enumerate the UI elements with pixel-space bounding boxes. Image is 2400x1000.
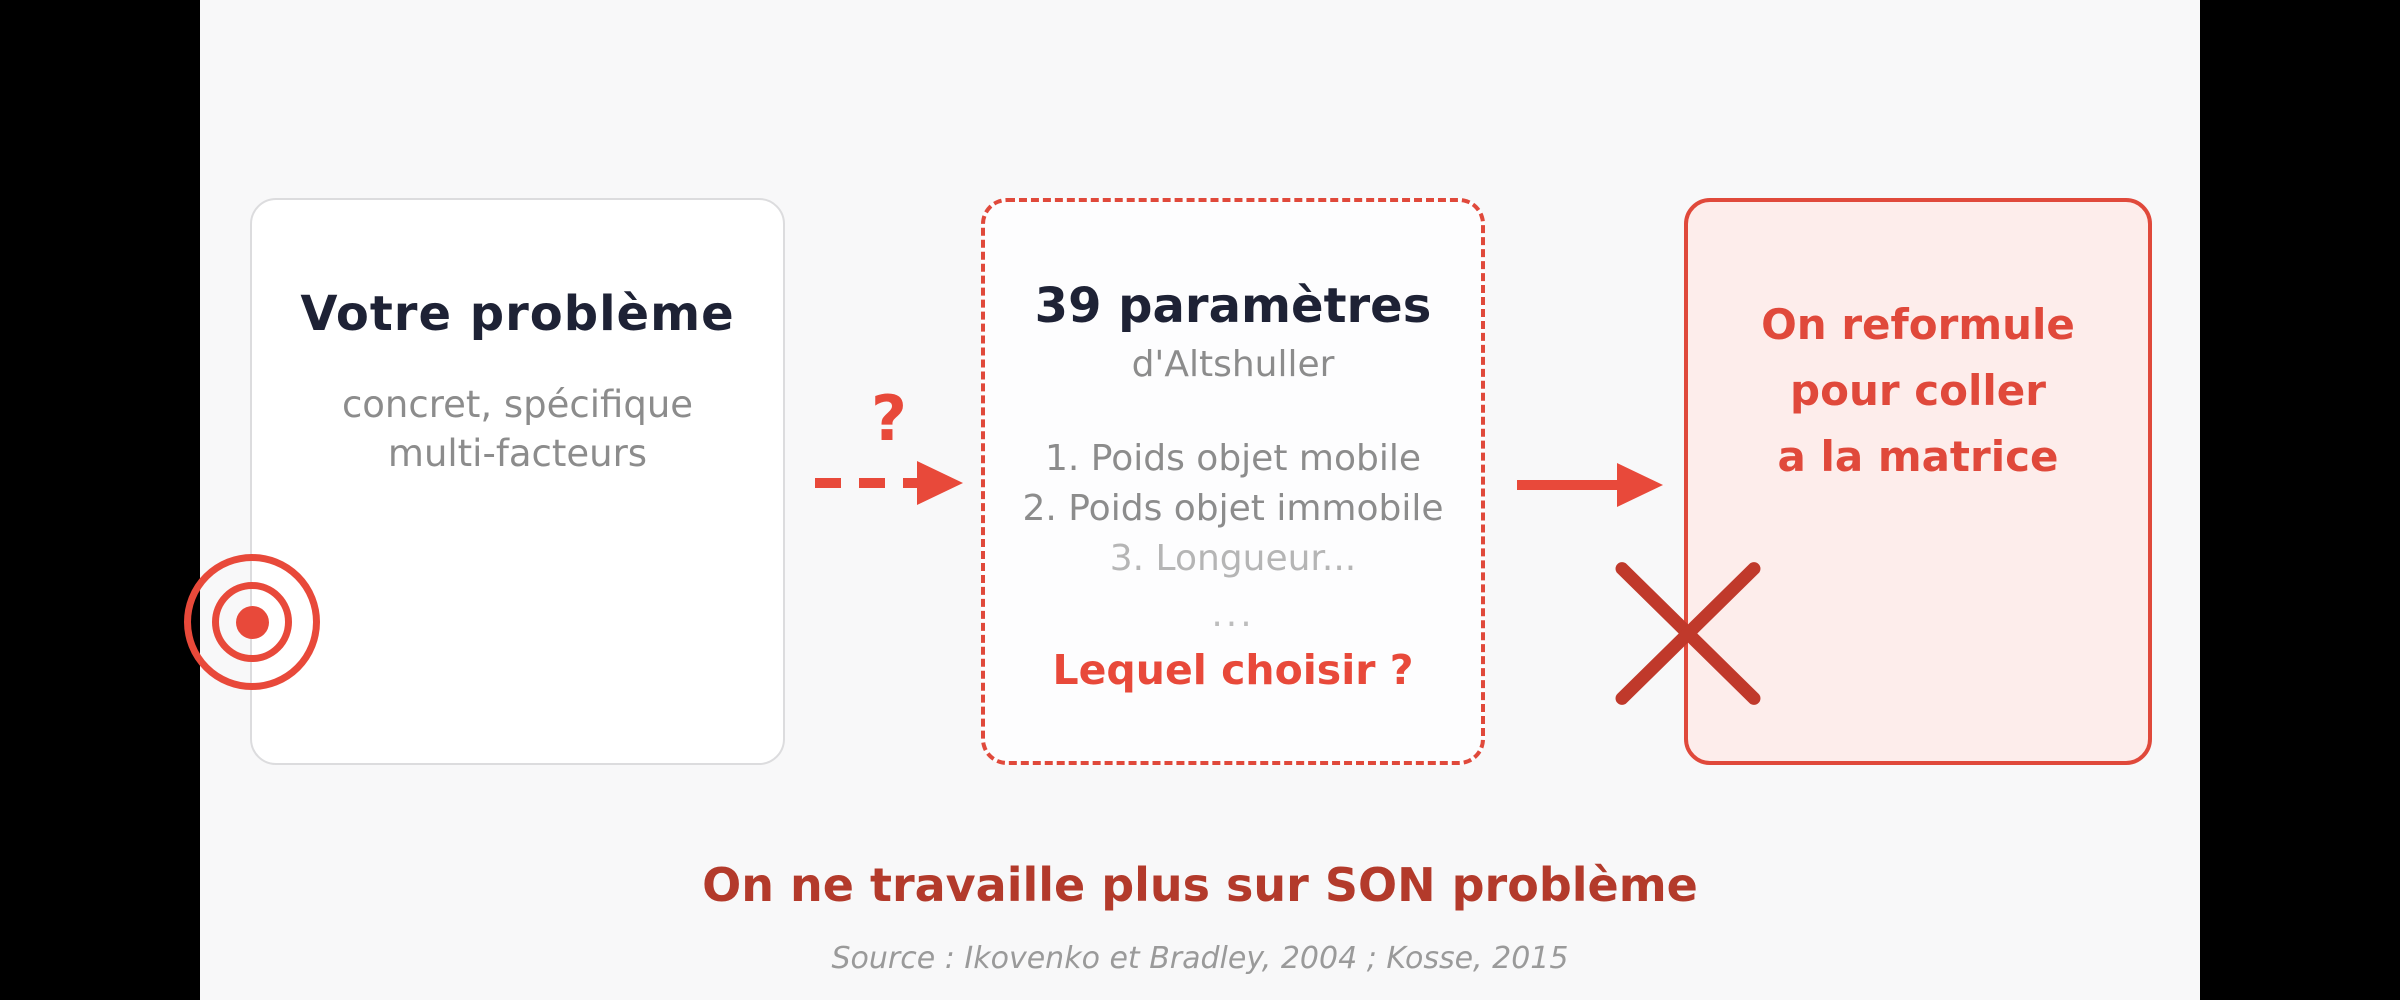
target-icon-dot (236, 606, 269, 639)
list-item: 2. Poids objet immobile (1022, 488, 1444, 529)
target-icon (184, 554, 320, 690)
footer-headline: On ne travaille plus sur SON problème (702, 858, 1698, 912)
arrow-right-icon (1517, 463, 1663, 507)
target-icon-ring (212, 582, 292, 662)
arrow-right-dashed-icon (815, 461, 963, 505)
slide-canvas: Votre problème concret, spécifique multi… (184, 0, 2200, 1000)
arrow-solid-shaft (1517, 480, 1623, 490)
question-mark: ? (871, 382, 907, 455)
list-ellipsis: ... (1211, 594, 1255, 635)
parameters-question: Lequel choisir ? (1052, 646, 1414, 694)
list-item: 3. Longueur... (1109, 538, 1357, 579)
reformulate-line2: pour coller (1790, 366, 2046, 415)
x-icon (1612, 559, 1764, 709)
parameters-title: 39 paramètres (1034, 278, 1432, 334)
problem-title: Votre problème (300, 286, 735, 342)
problem-subtitle-line1: concret, spécifique (341, 383, 694, 426)
letterbox-right (2200, 0, 2400, 1000)
list-item: 1. Poids objet mobile (1045, 438, 1421, 479)
arrow-dashed-shaft (815, 478, 919, 488)
problem-card: Votre problème concret, spécifique multi… (184, 198, 785, 765)
parameters-subtitle: d'Altshuller (1131, 344, 1335, 385)
footer-source: Source : Ikovenko et Bradley, 2004 ; Kos… (831, 941, 1569, 976)
problem-subtitle-line2: multi-facteurs (387, 432, 648, 475)
letterbox-left (0, 0, 200, 1000)
parameters-list: 1. Poids objet mobile 2. Poids objet imm… (985, 434, 1481, 584)
reformulate-text: On reformule pour coller a la matrice (1688, 292, 2148, 490)
arrow-dashed-head (917, 461, 963, 505)
problem-subtitle: concret, spécifique multi-facteurs (252, 380, 783, 478)
arrow-solid-head (1617, 463, 1663, 507)
reformulate-line3: a la matrice (1777, 432, 2059, 481)
reformulate-line1: On reformule (1761, 300, 2075, 349)
parameters-card: 39 paramètres d'Altshuller 1. Poids obje… (981, 198, 1485, 765)
reformulate-card: On reformule pour coller a la matrice (1612, 198, 2152, 765)
